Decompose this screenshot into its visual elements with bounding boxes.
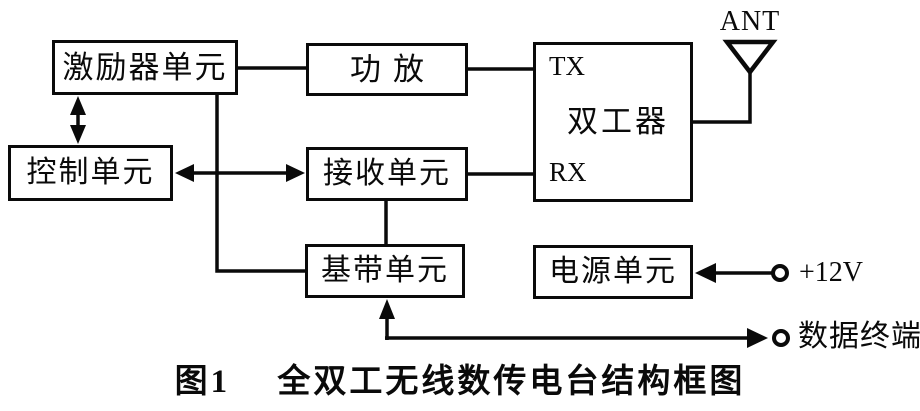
block-baseband-unit: 基带单元: [305, 244, 465, 298]
arrowhead-into-data-terminal: [747, 328, 768, 348]
duplexer-tx-port-label: TX: [549, 51, 585, 81]
block-power-supply-unit: 电源单元: [533, 245, 693, 299]
block-control-unit: 控制单元: [8, 145, 173, 201]
arrowhead-into-receiver: [286, 164, 305, 182]
data-terminal-label: 数据终端: [798, 320, 920, 353]
arrowhead-into-control: [175, 164, 194, 182]
connector-duplexer-antenna: [691, 70, 752, 124]
block-power-amplifier: 功放: [306, 43, 468, 96]
duplexer-rx-port-label: RX: [549, 157, 587, 187]
block-exciter-unit: 激励器单元: [52, 40, 238, 95]
arrowhead-into-control-top: [70, 125, 86, 144]
power-input-label: +12V: [799, 257, 864, 288]
terminal-circle-data: [772, 329, 790, 347]
arrowhead-into-baseband: [379, 299, 395, 319]
antenna-icon: [722, 39, 778, 76]
duplexer-label: 双工器: [567, 104, 669, 139]
block-receiver-unit: 接收单元: [306, 147, 468, 201]
terminal-circle-12v: [771, 264, 789, 282]
arrowhead-into-power: [695, 263, 716, 283]
figure-caption: 图1 全双工无线数传电台结构框图: [174, 364, 746, 400]
connector-exciter-baseband: [215, 94, 307, 273]
arrowhead-into-exciter: [70, 96, 86, 115]
antenna-label: ANT: [719, 6, 781, 37]
block-duplexer: [533, 42, 693, 202]
